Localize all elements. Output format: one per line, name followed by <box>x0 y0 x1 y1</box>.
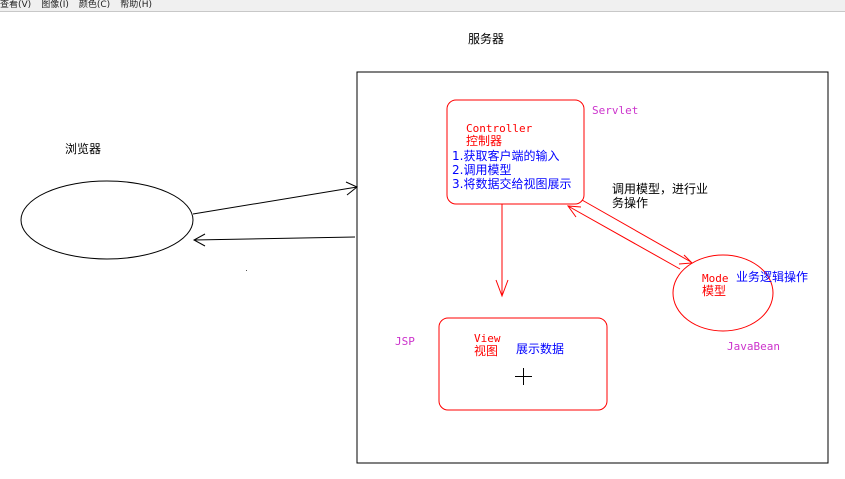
controller-box <box>446 99 585 205</box>
model-desc: 业务逻辑操作 <box>736 270 809 284</box>
controller-model-arrow-a <box>567 205 681 270</box>
controller-step-3: 3.将数据交给视图展示 <box>452 177 572 191</box>
menu-bar: 查看(V) 图像(I) 颜色(C) 帮助(H) <box>0 0 845 12</box>
controller-model-arrow-b <box>581 199 692 263</box>
server-box <box>356 71 829 464</box>
controller-title-cn: 控制器 <box>466 134 503 148</box>
drawing-canvas[interactable]: 服务器 浏览器 Servlet Controller 控制器 1.获取客户端的输… <box>0 12 845 479</box>
request-arrow <box>192 186 358 215</box>
menu-image[interactable]: 图像(I) <box>41 0 69 10</box>
controller-step-1: 1.获取客户端的输入 <box>452 149 560 163</box>
view-title-cn: 视图 <box>474 344 499 358</box>
browser-ellipse <box>20 180 194 260</box>
model-ellipse <box>672 254 774 332</box>
view-desc: 展示数据 <box>516 342 565 356</box>
crosshair-cursor-icon <box>515 368 532 385</box>
diagram-svg <box>20 71 829 464</box>
view-box <box>438 317 608 411</box>
view-tech-label: JSP <box>395 335 415 348</box>
browser-label: 浏览器 <box>65 142 102 156</box>
menu-help[interactable]: 帮助(H) <box>120 0 152 10</box>
menu-colors[interactable]: 颜色(C) <box>78 0 111 10</box>
view-title-en: View <box>474 332 501 345</box>
server-title: 服务器 <box>468 32 505 46</box>
model-title-cn: 模型 <box>702 284 727 298</box>
call-model-note-line-2: 务操作 <box>612 196 649 210</box>
controller-title-en: Controller <box>466 122 533 135</box>
call-model-note-line-1: 调用模型，进行业 <box>612 182 709 196</box>
model-tech-label: JavaBean <box>727 340 780 353</box>
menu-view[interactable]: 查看(V) <box>0 0 32 10</box>
servlet-label: Servlet <box>592 104 639 117</box>
model-title-en: Mode <box>702 272 729 285</box>
response-arrow <box>193 236 356 241</box>
controller-step-2: 2.调用模型 <box>452 163 512 177</box>
